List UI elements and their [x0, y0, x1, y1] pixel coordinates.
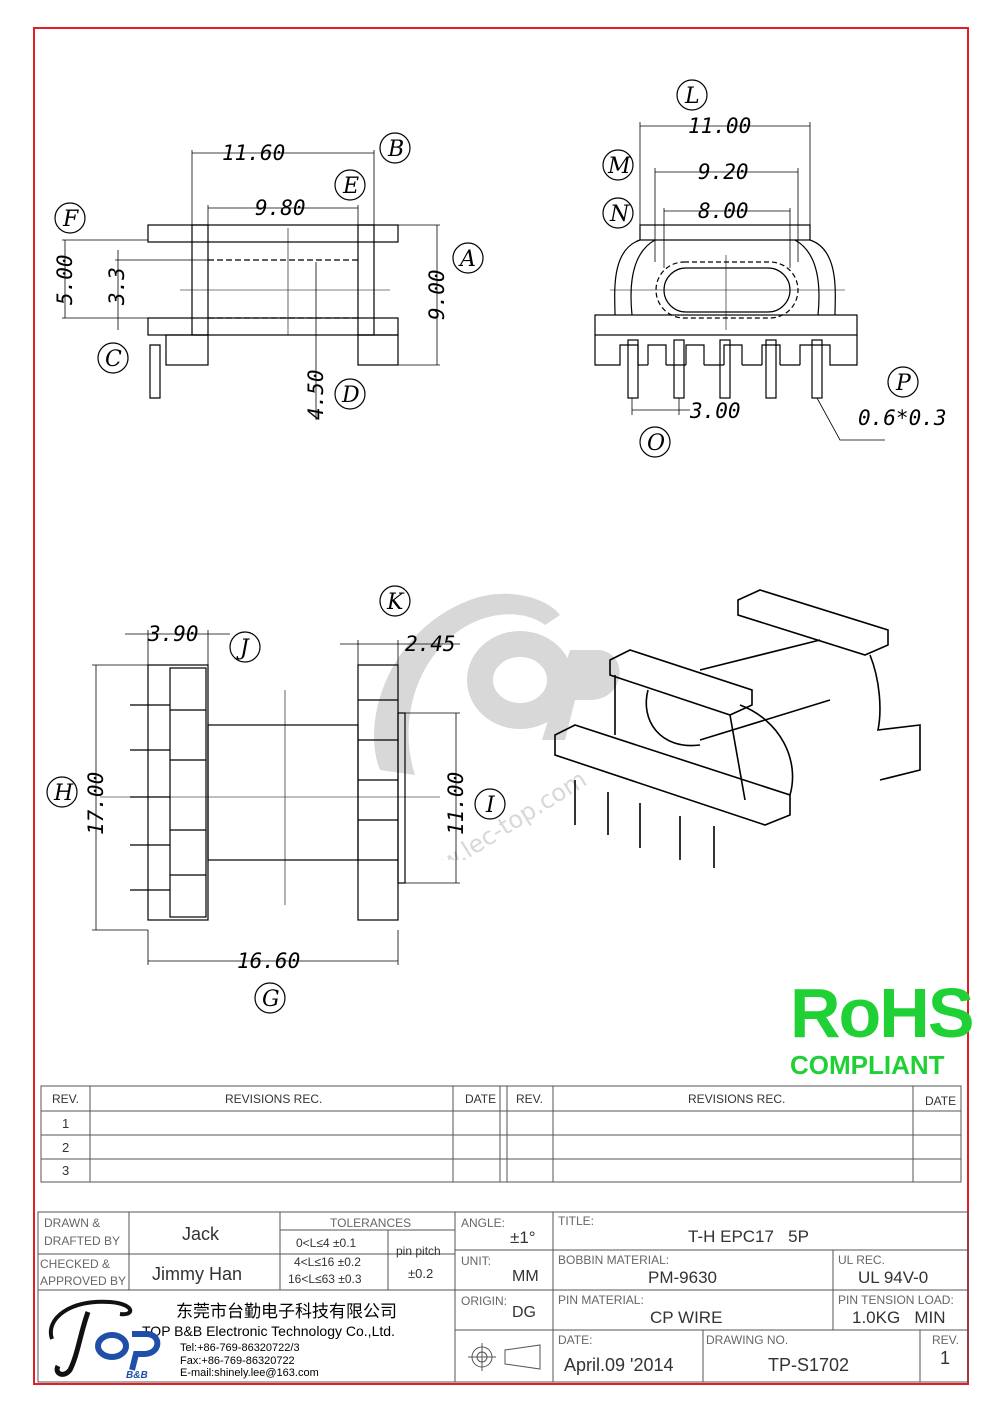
rohs-compliant: COMPLIANT: [790, 1050, 945, 1080]
company-name-cn: 东莞市台勤电子科技有限公司: [176, 1302, 397, 1321]
date-label: DATE:: [558, 1333, 593, 1347]
label-h: H: [53, 781, 74, 806]
dim-11-00-side: 11.00: [444, 772, 468, 835]
pin-pitch-value: ±0.2: [408, 1266, 434, 1281]
label-m: M: [607, 154, 631, 179]
unit-value: MM: [512, 1268, 539, 1285]
bobbin-material-label: BOBBIN MATERIAL:: [558, 1253, 670, 1267]
dim-11-00-top: 11.00: [688, 114, 751, 138]
pin-tension-label: PIN TENSION LOAD:: [838, 1293, 954, 1307]
logo-sub: B&B: [126, 1370, 148, 1380]
dim-4-50: 4.50: [304, 369, 328, 420]
pin-tension-value: 1.0KG MIN: [852, 1308, 946, 1327]
label-c: C: [105, 347, 122, 372]
revisions-header-1: REVISIONS REC.: [225, 1092, 323, 1106]
label-l: L: [684, 84, 700, 109]
title-value: T-H EPC17 5P: [688, 1227, 809, 1246]
rev-row-2: 2: [62, 1140, 70, 1155]
pin-pitch-label: pin pitch: [396, 1244, 441, 1258]
reference-labels: [46, 79, 919, 1014]
date-header-1: DATE: [465, 1092, 497, 1106]
angle-value: ±1°: [510, 1228, 536, 1247]
ul-value: UL 94V-0: [858, 1268, 929, 1287]
technical-drawing: 11.60 9.80 5.00 3.3 9.00 4.50: [46, 79, 947, 1014]
drawn-value: Jack: [182, 1224, 220, 1244]
label-f: F: [62, 207, 79, 232]
checked-value: Jimmy Han: [152, 1264, 243, 1284]
tol-row-2: 4<L≤16 ±0.2: [294, 1255, 361, 1269]
ul-label: UL REC.: [838, 1253, 885, 1267]
tol-row-3: 16<L≤63 ±0.3: [288, 1272, 362, 1286]
drawing-frame: [33, 27, 969, 1385]
label-j: J: [236, 636, 250, 661]
dim-9-20: 9.20: [698, 160, 749, 184]
dim-8-00: 8.00: [698, 199, 749, 223]
label-n: N: [609, 202, 630, 227]
label-i: I: [485, 793, 496, 818]
dim-3-90: 3.90: [147, 622, 199, 646]
label-e: E: [342, 174, 359, 199]
date-value: April.09 '2014: [564, 1355, 674, 1375]
company-email: E-mail:shinely.lee@163.com: [180, 1367, 319, 1379]
dim-5-00: 5.00: [53, 254, 77, 305]
label-p: P: [895, 371, 912, 396]
company-tel: Tel:+86-769-86320722/3: [180, 1342, 300, 1354]
top-left-view: [62, 150, 440, 420]
rev-header-2: REV.: [516, 1092, 543, 1106]
label-o: O: [647, 431, 665, 456]
rev-header-1: REV.: [52, 1092, 79, 1106]
rev-row-3: 3: [62, 1163, 70, 1178]
title-label: TITLE:: [558, 1214, 595, 1228]
company-name-en: TOP B&B Electronic Technology Co.,Ltd.: [142, 1323, 395, 1339]
angle-label: ANGLE:: [461, 1216, 506, 1230]
revisions-header-2: REVISIONS REC.: [688, 1092, 786, 1106]
bobbin-material-value: PM-9630: [648, 1268, 717, 1287]
rev-row-1: 1: [62, 1116, 70, 1131]
label-d: D: [341, 383, 360, 408]
company-fax: Fax:+86-769-86320722: [180, 1355, 295, 1367]
watermark-logo: www.lec-top.com: [374, 593, 620, 860]
rohs-logo: RoHS: [790, 974, 975, 1052]
drawing-no-label: DRAWING NO.: [706, 1333, 789, 1347]
dim-9-80: 9.80: [255, 196, 306, 220]
dim-11-60: 11.60: [222, 141, 285, 165]
label-g: G: [262, 987, 280, 1012]
dim-3-3: 3.3: [105, 267, 129, 306]
label-b: B: [387, 137, 404, 162]
checked-label: CHECKED & APPROVED BY: [40, 1257, 127, 1288]
dim-0-6x0-3: 0.6*0.3: [858, 406, 947, 430]
drawing-no-value: TP-S1702: [768, 1355, 850, 1375]
tol-row-1: 0<L≤4 ±0.1: [296, 1236, 357, 1250]
drawn-label: DRAWN & DRAFTED BY: [44, 1216, 121, 1248]
unit-label: UNIT:: [461, 1254, 491, 1268]
isometric-view: [554, 589, 921, 868]
dim-17-00: 17.00: [84, 772, 108, 835]
rev-value: 1: [940, 1348, 951, 1368]
company-logo: B&B: [48, 1299, 161, 1380]
label-k: K: [386, 590, 405, 615]
label-a: A: [458, 247, 476, 272]
pin-material-label: PIN MATERIAL:: [558, 1293, 644, 1307]
date-header-2: DATE: [925, 1094, 957, 1108]
dim-9-00: 9.00: [425, 269, 449, 320]
dim-16-60: 16.60: [237, 949, 300, 973]
dim-2-45: 2.45: [405, 632, 456, 656]
pin-material-value: CP WIRE: [650, 1308, 723, 1327]
origin-label: ORIGIN:: [461, 1294, 508, 1308]
top-right-view: [594, 122, 885, 441]
rev-label: REV.: [932, 1333, 959, 1347]
origin-value: DG: [512, 1304, 536, 1321]
dim-3-00: 3.00: [689, 399, 741, 423]
tolerances-header: TOLERANCES: [330, 1216, 412, 1230]
bottom-left-view: [92, 630, 460, 965]
